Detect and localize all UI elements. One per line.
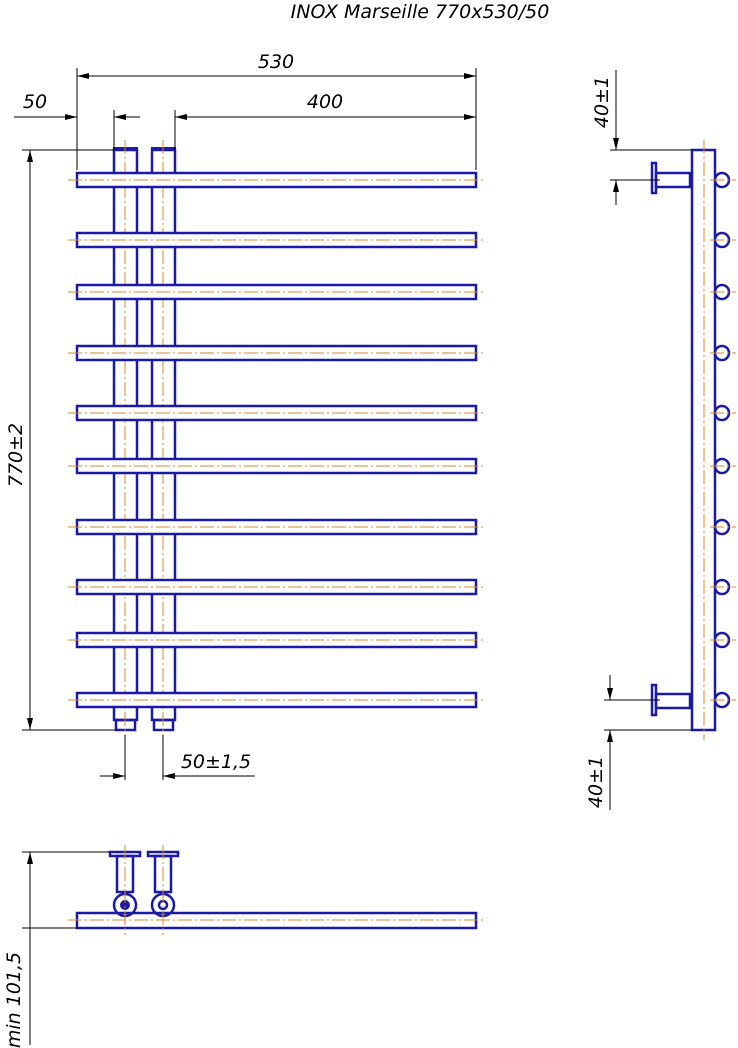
dim-side-top: 40±1 [591, 76, 613, 128]
dim-side-bottom: 40±1 [585, 756, 607, 808]
dim-offset-left: 50 [23, 91, 47, 113]
front-dimensions: 530 50 400 770±2 50±1,5 [5, 51, 477, 780]
top-view: min 101,5 [3, 845, 486, 1048]
dim-height: 770±2 [5, 423, 27, 487]
top-connector [654, 171, 692, 189]
side-dimensions: 40±1 40±1 [585, 70, 692, 810]
dim-pipe-spacing: 50±1,5 [181, 751, 251, 773]
dim-wall-min: min 101,5 [3, 952, 25, 1048]
dim-width-total: 530 [258, 51, 294, 73]
drawing-title: INOX Marseille 770x530/50 [291, 1, 550, 23]
side-view [650, 140, 736, 740]
bottom-connector [654, 692, 692, 710]
towel-bars [68, 171, 486, 709]
dim-width-bars: 400 [307, 91, 343, 113]
left-valve-core [120, 900, 130, 910]
